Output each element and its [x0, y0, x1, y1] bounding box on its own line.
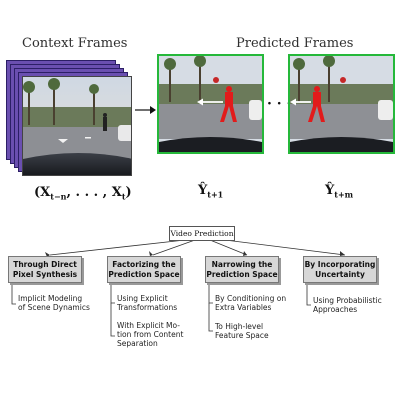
category-narrowing: Narrowing the Prediction Space: [205, 256, 279, 283]
predicted-frames-header: Predicted Frames: [236, 36, 354, 51]
prediction-label-1: Ŷt+1: [198, 183, 224, 200]
context-frame-front: [22, 76, 132, 176]
subcategory-probabilistic: Using Probabilistic Approaches: [313, 296, 382, 314]
category-direct-pixel-synthesis: Through Direct Pixel Synthesis: [8, 256, 82, 283]
context-frames-header: Context Frames: [22, 36, 128, 51]
subcategory-explicit-transformations: Using Explicit Transformations: [117, 294, 178, 312]
predicted-frame-1: [157, 54, 264, 154]
subcategory-extra-variables: By Conditioning on Extra Variables: [215, 294, 287, 312]
subcategory-high-level-features: To High-level Feature Space: [215, 322, 269, 340]
ellipsis: · · ·: [267, 96, 292, 112]
subcategory-implicit-modeling: Implicit Modeling of Scene Dynamics: [18, 294, 90, 312]
subcategory-motion-content-separation: With Explicit Mo- tion from Content Sepa…: [117, 321, 184, 348]
category-factorizing: Factorizing the Prediction Space: [107, 256, 181, 283]
prediction-label-m: Ŷt+m: [325, 183, 354, 200]
tree-root: Video Prediction: [169, 226, 235, 241]
category-uncertainty: By Incorporating Uncertainty: [303, 256, 377, 283]
predicted-frame-m: [288, 54, 395, 154]
context-sequence-label: (Xt−n, . . . , Xt): [34, 185, 132, 202]
